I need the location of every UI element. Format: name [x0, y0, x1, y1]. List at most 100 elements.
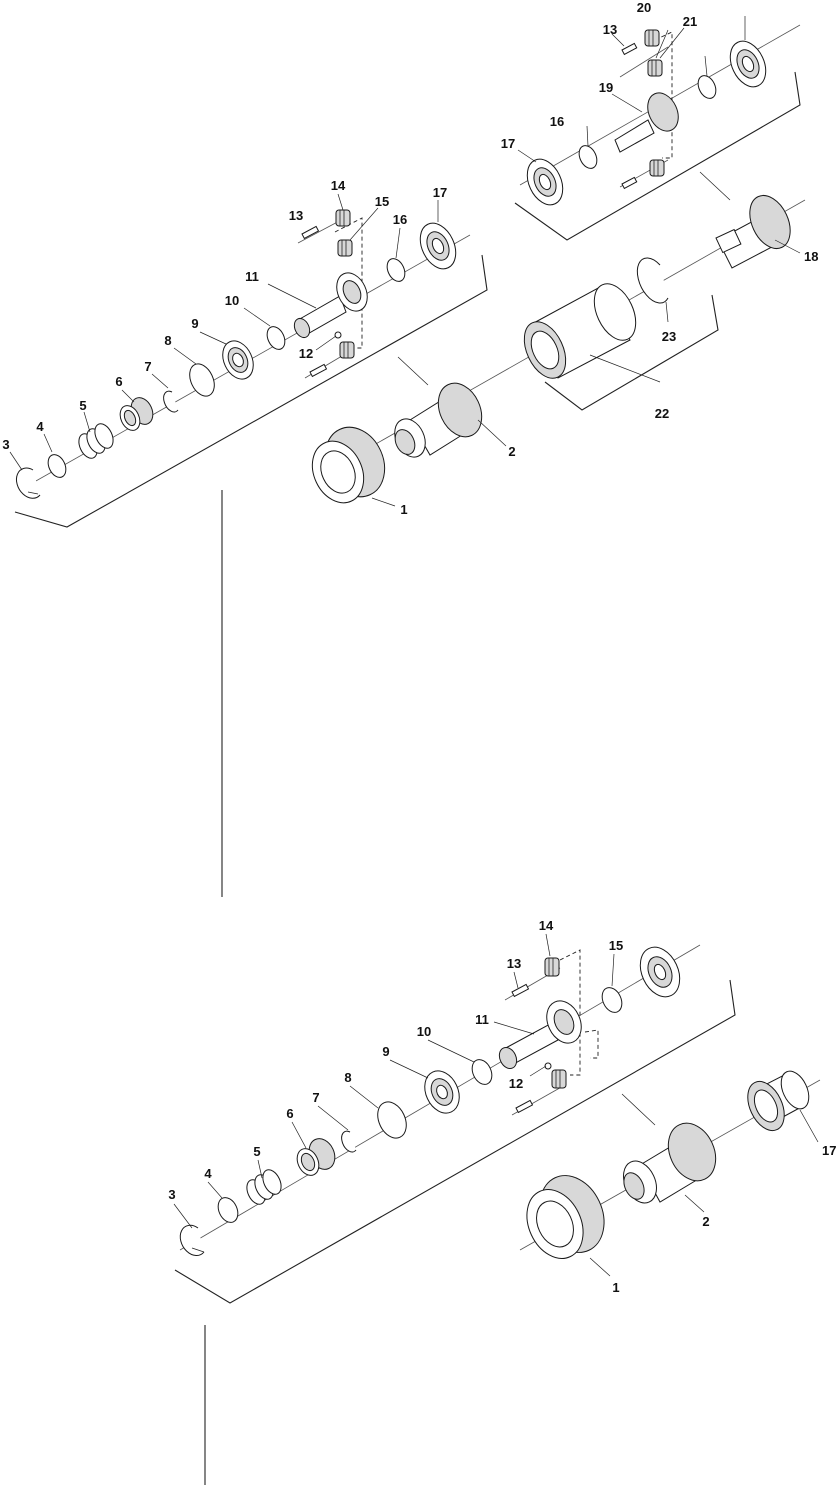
bushing — [116, 394, 157, 434]
leader-line — [268, 284, 316, 308]
callout-22: 22 — [655, 406, 669, 421]
callout-12: 12 — [299, 346, 313, 361]
leader-line — [316, 336, 336, 350]
leader-line — [208, 1182, 222, 1198]
washer — [264, 324, 289, 353]
o-ring — [372, 1097, 412, 1142]
pin — [335, 332, 341, 338]
callout-6: 6 — [286, 1106, 293, 1121]
needle-pin — [622, 43, 637, 54]
needle-pin — [310, 364, 326, 376]
washer — [384, 256, 409, 285]
callout-8: 8 — [164, 333, 171, 348]
gear-carrier — [617, 1116, 725, 1209]
planet-gear — [545, 958, 559, 976]
spring — [243, 1167, 284, 1207]
callout-16: 16 — [393, 212, 407, 227]
ring-gear — [741, 1067, 815, 1137]
callout-4: 4 — [204, 1166, 212, 1181]
leader-line — [200, 332, 226, 344]
snap-ring — [342, 1131, 356, 1152]
leader-line — [685, 1195, 704, 1212]
leader-line — [494, 1022, 534, 1034]
needle-pin — [622, 177, 637, 188]
callout-19: 19 — [599, 80, 613, 95]
leader-line — [122, 390, 134, 402]
leader-line — [514, 972, 518, 988]
callout-1: 1 — [400, 502, 407, 517]
leader-line — [518, 150, 536, 162]
callout-12: 12 — [509, 1076, 523, 1091]
leader-line — [428, 1040, 474, 1062]
callout-11: 11 — [245, 269, 259, 284]
ball-bearing — [723, 35, 772, 92]
leader-line — [800, 1110, 818, 1142]
ball-bearing — [413, 217, 462, 274]
leader-line — [338, 194, 343, 210]
callout-5: 5 — [79, 398, 86, 413]
leader-line — [530, 1066, 546, 1076]
dashed-bracket — [585, 1030, 598, 1058]
leader-line — [700, 172, 730, 200]
callout-11: 11 — [475, 1012, 489, 1027]
leader-line — [350, 1086, 378, 1108]
callout-10: 10 — [417, 1024, 431, 1039]
leader-line — [705, 56, 707, 76]
callout-8: 8 — [344, 1070, 351, 1085]
callout-23: 23 — [662, 329, 676, 344]
washer — [695, 73, 720, 102]
planet-gear — [648, 60, 662, 76]
planet-gear — [340, 342, 354, 358]
callout-13b: 13 — [603, 22, 617, 37]
leader-line — [612, 94, 642, 112]
leader-line — [44, 434, 52, 452]
callout-5: 5 — [253, 1144, 260, 1159]
spindle-shaft — [291, 268, 373, 340]
planet-gear — [552, 1070, 566, 1088]
leader-line — [174, 348, 196, 364]
leader-line — [590, 355, 660, 382]
leader-line — [152, 374, 168, 388]
callout-15: 15 — [375, 194, 389, 209]
callout-16b: 16 — [550, 114, 564, 129]
callout-3: 3 — [168, 1187, 175, 1202]
washer — [45, 452, 70, 481]
leader-line — [84, 412, 90, 432]
lower-exploded-view: 1 2 3 4 5 6 7 8 9 10 11 12 13 14 15 17 — [168, 918, 836, 1485]
ball-bearing — [520, 153, 569, 210]
leader-line — [612, 954, 614, 986]
callout-4: 4 — [36, 419, 44, 434]
callout-14: 14 — [331, 178, 346, 193]
leader-line — [396, 228, 400, 258]
callout-1: 1 — [612, 1280, 619, 1295]
gear-carrier — [389, 376, 490, 462]
snap-ring — [637, 258, 668, 303]
washer — [576, 143, 601, 172]
leader-line — [478, 420, 506, 446]
callout-17: 17 — [433, 185, 447, 200]
callout-9: 9 — [191, 316, 198, 331]
bearing — [418, 1065, 466, 1118]
callout-18: 18 — [804, 249, 818, 264]
planet-carrier — [716, 189, 798, 268]
leader-line — [292, 1122, 306, 1148]
leader-line — [546, 934, 550, 956]
leader-line — [622, 1094, 655, 1125]
bearing — [217, 336, 259, 384]
callout-17b: 17 — [501, 136, 515, 151]
spindle-shaft — [496, 995, 588, 1071]
planet-gear — [650, 160, 664, 176]
lower-main-frame — [175, 980, 735, 1303]
callout-10: 10 — [225, 293, 239, 308]
ball-bearing — [633, 941, 688, 1003]
callout-20: 20 — [637, 0, 651, 15]
planet-gear — [336, 210, 350, 226]
callout-7: 7 — [144, 359, 151, 374]
leader-line — [244, 308, 270, 326]
callout-9: 9 — [382, 1044, 389, 1059]
planet-gear — [645, 30, 659, 46]
callout-2: 2 — [702, 1214, 709, 1229]
leader-line — [587, 126, 588, 146]
retaining-ring — [180, 1225, 204, 1255]
callout-7: 7 — [312, 1090, 319, 1105]
